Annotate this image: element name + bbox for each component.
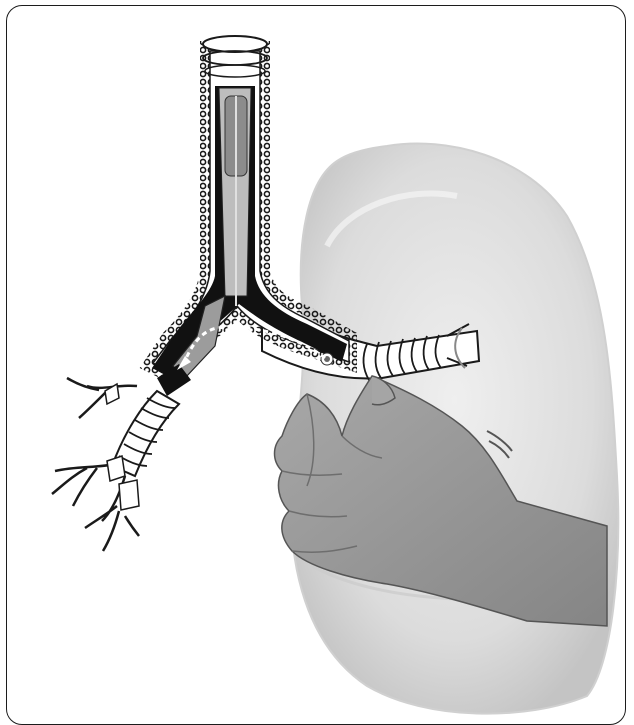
bronchial-illustration: [7, 6, 626, 725]
figure-frame: [6, 5, 626, 725]
left-bronchus-icon: [52, 378, 179, 551]
